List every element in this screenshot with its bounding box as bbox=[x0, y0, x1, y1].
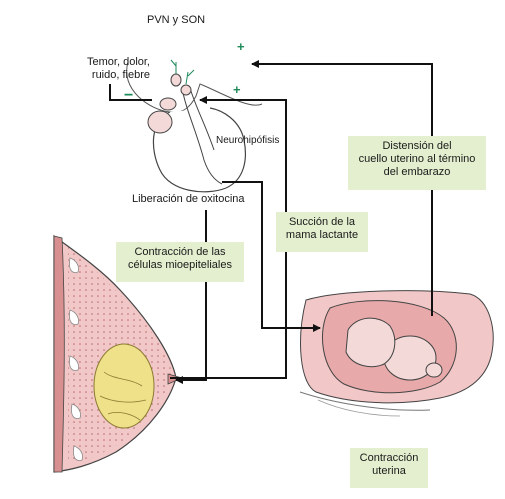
pvn-son-label: PVN y SON bbox=[147, 14, 206, 26]
suckling-box: Succión de la mama lactante bbox=[276, 212, 368, 252]
myoepithelial-contraction-box: Contracción de las células mioepiteliale… bbox=[116, 242, 244, 282]
pituitary-illustration bbox=[126, 59, 263, 193]
breast-illustration bbox=[53, 234, 184, 473]
neurohypophysis-label: Neurohipófisis bbox=[216, 135, 280, 146]
stimuli-label: Temor, dolor, ruido, fiebre bbox=[87, 56, 150, 81]
minus-sign: − bbox=[124, 87, 134, 104]
oxytocin-to-breast-arrow bbox=[175, 210, 207, 384]
oxytocin-release-label: Liberación de oxitocina bbox=[132, 193, 245, 205]
stimuli-arrow bbox=[109, 84, 152, 101]
plus-sign-mid: + bbox=[233, 82, 241, 97]
cervix-feedback-arrow bbox=[251, 60, 433, 316]
oxytocin-to-uterus-arrow bbox=[222, 181, 321, 332]
plus-sign-top: + bbox=[237, 39, 245, 54]
cervix-distension-box: Distensión del cuello uterino al término… bbox=[348, 136, 486, 190]
uterine-contraction-box: Contracción uterina bbox=[350, 448, 428, 488]
uterus-illustration bbox=[299, 290, 494, 417]
